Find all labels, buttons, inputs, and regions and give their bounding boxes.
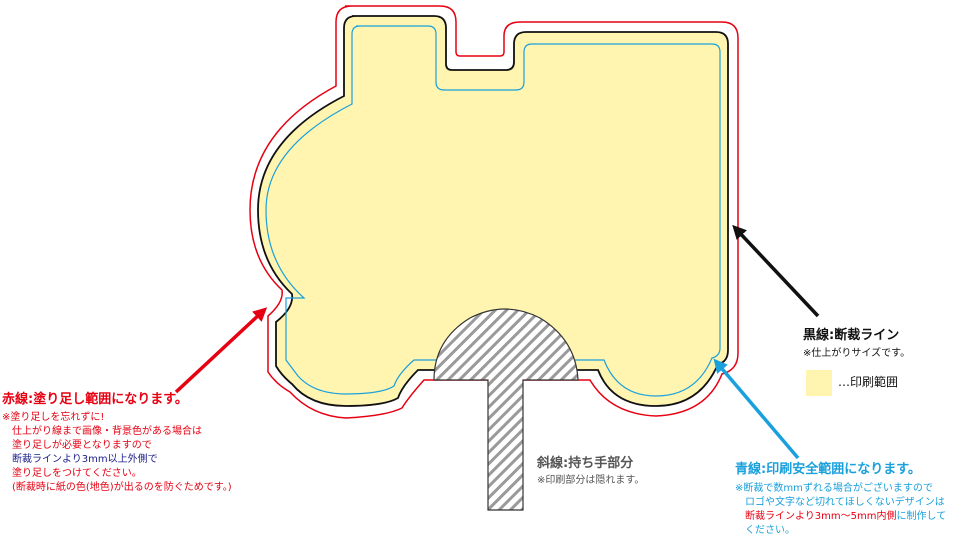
cut-line-outline bbox=[257, 15, 729, 407]
bleed-note-4: 断裁ラインより3mm以上外側で bbox=[12, 454, 158, 465]
red-arrow bbox=[174, 307, 268, 394]
cut-line-note: ※仕上がりサイズです。 bbox=[803, 348, 911, 359]
safe-area-note-3a: 断裁ラインより3mm〜5mm内側 bbox=[745, 511, 897, 522]
safe-area-note-1: ※断裁で数mmずれる場合がございますので bbox=[735, 483, 933, 494]
bleed-note-3: 塗り足しが必要となりますので bbox=[12, 440, 152, 451]
safe-area-outline bbox=[265, 25, 721, 397]
bleed-note-2: 仕上がり線まで画像・背景色がある場合は bbox=[12, 426, 202, 437]
safe-area-note-3b: に制作して bbox=[896, 511, 947, 522]
black-arrow bbox=[732, 224, 820, 318]
safe-area-note-2: ロゴや文字など切れてほしくないデザインは bbox=[745, 497, 945, 508]
bleed-note-1: ※塗り足しを忘れずに! bbox=[2, 412, 105, 423]
cut-line-title: 黒線:断裁ライン bbox=[803, 328, 900, 343]
bleed-title: 赤線:塗り足し範囲になります。 bbox=[2, 392, 188, 407]
blue-arrow bbox=[713, 358, 800, 460]
bleed-note-6: (断裁時に紙の色(地色)が出るのを防ぐためです。) bbox=[12, 482, 232, 493]
handle-title: 斜線:持ち手部分 bbox=[537, 456, 634, 471]
safe-area-note-4: ください。 bbox=[745, 525, 795, 536]
bleed-outline bbox=[249, 5, 739, 419]
print-area-swatch bbox=[806, 370, 832, 396]
print-area-label: …印刷範囲 bbox=[838, 375, 899, 389]
safe-area-note-3: 断裁ラインより3mm〜5mm内側に制作して bbox=[745, 511, 946, 524]
bleed-note-5: 塗り足しをつけてください。 bbox=[12, 468, 142, 479]
handle-hatch bbox=[433, 308, 579, 511]
handle-note: ※印刷部分は隠れます。 bbox=[537, 475, 645, 486]
safe-area-title: 青線:印刷安全範囲になります。 bbox=[735, 462, 921, 477]
